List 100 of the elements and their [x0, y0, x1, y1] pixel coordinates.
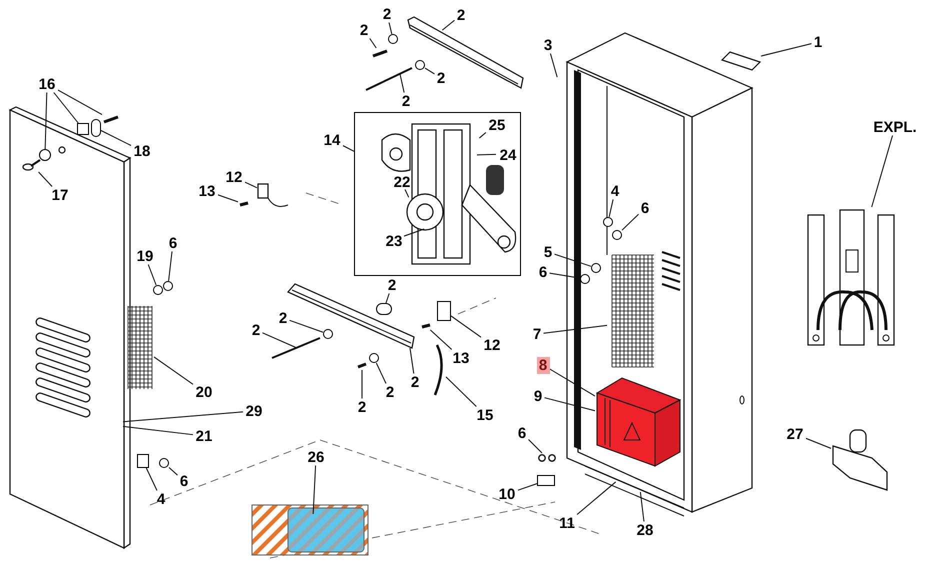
callout-number: 12	[223, 168, 245, 186]
callout-number: 5	[542, 244, 554, 260]
leader-line	[262, 332, 298, 348]
bracket-drawing	[537, 475, 555, 486]
bracket-drawing	[137, 454, 149, 468]
callout-number: 26	[305, 448, 327, 466]
callout-number: 2	[400, 92, 412, 110]
leader-line	[289, 320, 324, 333]
leader-line	[342, 145, 354, 152]
callout-number: 6	[166, 234, 180, 252]
leader-line	[388, 22, 392, 34]
leader-line	[554, 254, 592, 267]
callout-number: 13	[450, 350, 472, 366]
callout-number: 6	[536, 264, 550, 280]
leader-line	[478, 132, 486, 139]
callout-number: 23	[383, 232, 405, 250]
leader-line	[871, 135, 894, 208]
leader-line	[528, 439, 542, 454]
leader-line	[400, 74, 405, 93]
callout-number: 2	[356, 398, 368, 416]
callout-number: 18	[131, 142, 153, 160]
nut-drawing	[163, 281, 173, 291]
nut-drawing	[323, 329, 333, 339]
bolt-drawing	[102, 114, 120, 125]
leader-line	[518, 483, 538, 491]
leader-line	[430, 330, 452, 350]
leader-line	[549, 368, 596, 397]
callout-number: 28	[634, 522, 656, 538]
leader-line	[168, 251, 172, 282]
callout-number: 20	[193, 384, 215, 400]
callout-number: 9	[532, 388, 544, 404]
washer-drawing	[153, 285, 163, 295]
leader-line	[148, 264, 157, 286]
leader-line	[640, 491, 644, 522]
leader-line	[168, 467, 178, 476]
ring-drawing	[22, 158, 42, 172]
spacer-drawing	[376, 303, 392, 315]
leader-line	[386, 293, 390, 304]
callout-number: 2	[358, 22, 370, 38]
inset-frame	[354, 112, 521, 276]
callout-number: 1	[812, 34, 824, 50]
callout-number: 15	[474, 406, 496, 424]
leader-line	[312, 465, 316, 514]
control-box-drawing	[595, 376, 682, 468]
leader-line	[476, 154, 496, 156]
callout-number: 10	[496, 486, 518, 502]
callout-number: 24	[497, 146, 519, 164]
callout-number: 12	[481, 336, 503, 354]
grille-drawing	[127, 305, 154, 390]
bolt-drawing	[364, 66, 414, 92]
leader-line	[44, 92, 48, 150]
plate-drawing	[91, 119, 101, 137]
leader-line	[58, 90, 102, 115]
callout-number: 2	[380, 6, 394, 22]
leader-line	[446, 376, 477, 407]
callout-number: 29	[243, 402, 265, 420]
callout-number: 27	[784, 426, 806, 442]
leader-line	[550, 53, 558, 78]
callout-number: 2	[276, 310, 290, 326]
callout-number: 2	[386, 276, 398, 294]
leader-line	[760, 43, 812, 57]
callout-number: 2	[408, 374, 422, 390]
leader-line	[53, 92, 79, 124]
leader-line	[122, 411, 244, 422]
nut-drawing	[159, 458, 169, 468]
callout-number: 21	[193, 428, 215, 444]
lock-key-drawing	[831, 428, 889, 492]
leader-line	[122, 426, 194, 436]
leader-line	[622, 214, 639, 231]
switch-drawing	[437, 301, 451, 321]
callout-number: 19	[134, 248, 156, 264]
leader-line	[410, 348, 414, 374]
leader-line	[244, 182, 258, 188]
nut-drawing	[388, 34, 398, 44]
nut-drawing	[537, 453, 557, 463]
nut-drawing	[77, 123, 89, 135]
leader-line	[376, 362, 386, 384]
leader-line	[369, 38, 377, 48]
callout-number: 22	[391, 174, 413, 190]
callout-number: 17	[49, 186, 71, 204]
screw-drawing	[238, 200, 250, 208]
callout-number: 2	[434, 70, 448, 86]
callout-number: 4	[154, 490, 168, 508]
callout-number: 6	[516, 424, 528, 442]
leader-line	[146, 468, 158, 491]
callout-number: 2	[250, 322, 262, 338]
callout-number: 4	[608, 182, 622, 200]
leader-line	[543, 324, 608, 334]
leader-line	[450, 315, 482, 338]
leader-line	[544, 397, 596, 412]
leader-line	[38, 172, 53, 187]
leader-line	[576, 481, 616, 515]
callout-number: 2	[454, 6, 468, 24]
nut-drawing	[369, 353, 379, 363]
handle-drawing	[721, 51, 761, 71]
leader-line	[424, 68, 435, 74]
callout-number: 14	[321, 132, 343, 148]
callout-number: 16	[36, 76, 58, 92]
leader-line	[806, 438, 832, 449]
callout-number: 25	[486, 116, 508, 134]
